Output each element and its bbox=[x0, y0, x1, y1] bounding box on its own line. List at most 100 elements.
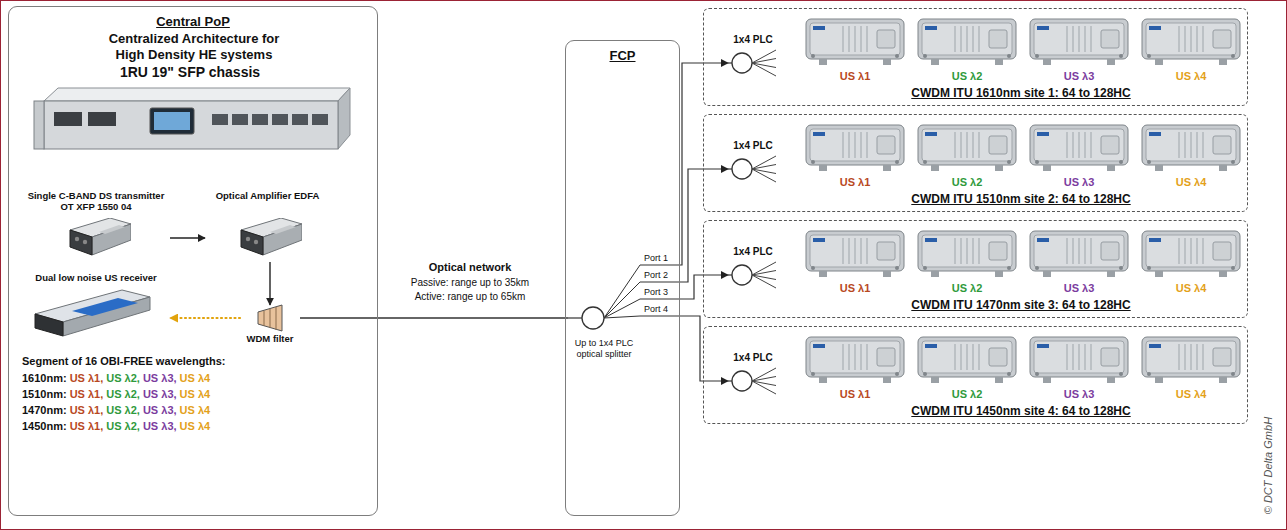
plc-splitter: Up to 1x4 PLC optical splitter bbox=[568, 255, 640, 370]
wavelength-label: US λ1 bbox=[803, 282, 907, 295]
node-drawing bbox=[1030, 231, 1128, 277]
splitter-label: 1x4 PLC bbox=[728, 34, 778, 46]
fiber-connector bbox=[170, 237, 205, 238]
node-drawing bbox=[1142, 231, 1240, 277]
splitter-label: 1x4 PLC bbox=[728, 352, 778, 364]
wavelength-label: US λ4 bbox=[1139, 282, 1243, 295]
fiber-connector bbox=[170, 317, 240, 319]
wavelength-item: US λ4 bbox=[180, 372, 211, 385]
plc-drawing bbox=[728, 50, 776, 76]
wavelength-label: US λ2 bbox=[915, 176, 1019, 189]
site-title: CWDM ITU 1610nm site 1: 64 to 128HC bbox=[801, 86, 1241, 100]
chassis-drawing bbox=[34, 88, 350, 149]
receiver-module: Dual low noise US receiver bbox=[22, 272, 170, 350]
wavelength-item: US λ1, bbox=[70, 372, 104, 385]
node-drawing bbox=[1142, 125, 1240, 171]
plc-drawing bbox=[728, 262, 776, 288]
remote-node: US λ2 bbox=[915, 226, 1019, 298]
remote-node: US λ3 bbox=[1027, 332, 1131, 404]
module-label: Dual low noise US receiver bbox=[22, 272, 170, 283]
site-title: CWDM ITU 1470nm site 3: 64 to 128HC bbox=[801, 298, 1241, 312]
wavelength-label: US λ3 bbox=[1027, 70, 1131, 83]
wavelength-item: US λ4 bbox=[180, 404, 211, 417]
site-group: CWDM ITU 1450nm site 4: 64 to 128HC1x4 P… bbox=[703, 326, 1248, 424]
transmitter-drawing bbox=[70, 218, 131, 255]
port-label: Port 4 bbox=[643, 304, 669, 315]
remote-node: US λ3 bbox=[1027, 120, 1131, 192]
wdm-filter: WDM filter bbox=[240, 305, 300, 347]
remote-node: US λ1 bbox=[803, 332, 907, 404]
wavelength-item: US λ2, bbox=[106, 388, 140, 401]
wavelength-heading: Segment of 16 OBI-FREE wavelengths: bbox=[22, 355, 226, 368]
wavelength-label: US λ2 bbox=[915, 282, 1019, 295]
amplifier-module: Optical Amplifier EDFA bbox=[205, 190, 330, 262]
fiber-connector bbox=[269, 262, 270, 305]
transmitter-module: Single C-BAND DS transmitter OT XFP 1550… bbox=[22, 190, 170, 262]
fiber-connector bbox=[300, 317, 568, 318]
wavelength-label: US λ3 bbox=[1027, 282, 1131, 295]
plc-splitter: 1x4 PLC bbox=[728, 34, 778, 80]
pop-panel: Central PoPCentralized Architecture for … bbox=[8, 6, 378, 516]
wdm-filter-drawing bbox=[258, 305, 282, 331]
wavelength-label: US λ4 bbox=[1139, 176, 1243, 189]
fiber-connector bbox=[640, 169, 728, 282]
node-drawing bbox=[806, 231, 904, 277]
plc-drawing bbox=[728, 156, 776, 182]
receiver-drawing bbox=[35, 290, 150, 336]
remote-node: US λ4 bbox=[1139, 14, 1243, 86]
port-label: Port 3 bbox=[643, 287, 669, 298]
remote-node: US λ4 bbox=[1139, 120, 1243, 192]
node-drawing bbox=[806, 337, 904, 383]
plc-splitter: 1x4 PLC bbox=[728, 140, 778, 186]
wavelength-band: 1470nm: bbox=[22, 404, 67, 417]
wavelength-item: US λ2, bbox=[106, 420, 140, 433]
panel-heading: Central PoP bbox=[9, 14, 377, 30]
network-title: Optical network bbox=[395, 261, 545, 274]
site-title: CWDM ITU 1510nm site 2: 64 to 128HC bbox=[801, 192, 1241, 206]
splitter-label: 1x4 PLC bbox=[728, 140, 778, 152]
filter-label: WDM filter bbox=[240, 333, 300, 344]
fiber-connector bbox=[640, 63, 728, 265]
remote-node: US λ1 bbox=[803, 14, 907, 86]
node-drawing bbox=[918, 19, 1016, 65]
remote-node: US λ2 bbox=[915, 14, 1019, 86]
wavelength-label: US λ2 bbox=[915, 70, 1019, 83]
node-drawing bbox=[918, 337, 1016, 383]
wavelength-label: US λ4 bbox=[1139, 388, 1243, 401]
wavelength-item: US λ1, bbox=[70, 388, 104, 401]
node-drawing bbox=[1030, 19, 1128, 65]
amplifier-drawing bbox=[241, 218, 302, 255]
wavelength-item: US λ3, bbox=[143, 404, 177, 417]
node-drawing bbox=[1142, 19, 1240, 65]
remote-node: US λ3 bbox=[1027, 14, 1131, 86]
plc-splitter: 1x4 PLC bbox=[728, 352, 778, 398]
remote-node: US λ3 bbox=[1027, 226, 1131, 298]
wavelength-item: US λ3, bbox=[143, 372, 177, 385]
node-drawing bbox=[918, 125, 1016, 171]
node-drawing bbox=[806, 19, 904, 65]
node-drawing bbox=[1030, 337, 1128, 383]
wavelength-item: US λ1, bbox=[70, 404, 104, 417]
site-group: CWDM ITU 1610nm site 1: 64 to 128HC 1x4 P… bbox=[703, 8, 1248, 106]
module-label: Optical Amplifier EDFA bbox=[205, 190, 330, 201]
site-group: CWDM ITU 1510nm site 2: 64 to 128HC 1x4 P… bbox=[703, 114, 1248, 212]
node-drawing bbox=[1142, 337, 1240, 383]
wavelength-band: 1450nm: bbox=[22, 420, 67, 433]
wavelength-item: US λ2, bbox=[106, 404, 140, 417]
plc-drawing bbox=[728, 368, 776, 394]
cabinet-heading: FCP bbox=[566, 48, 679, 64]
node-drawing bbox=[806, 125, 904, 171]
wavelength-label: US λ1 bbox=[803, 388, 907, 401]
remote-node: US λ2 bbox=[915, 332, 1019, 404]
wavelength-item: US λ4 bbox=[180, 388, 211, 401]
wavelength-label: US λ2 bbox=[915, 388, 1019, 401]
plc-splitter: 1x4 PLC bbox=[728, 246, 778, 292]
wavelength-label: US λ3 bbox=[1027, 388, 1131, 401]
wavelength-band: 1610nm: bbox=[22, 372, 67, 385]
wavelength-item: US λ3, bbox=[143, 420, 177, 433]
wavelength-label: US λ1 bbox=[803, 176, 907, 189]
wavelength-item: US λ3, bbox=[143, 388, 177, 401]
